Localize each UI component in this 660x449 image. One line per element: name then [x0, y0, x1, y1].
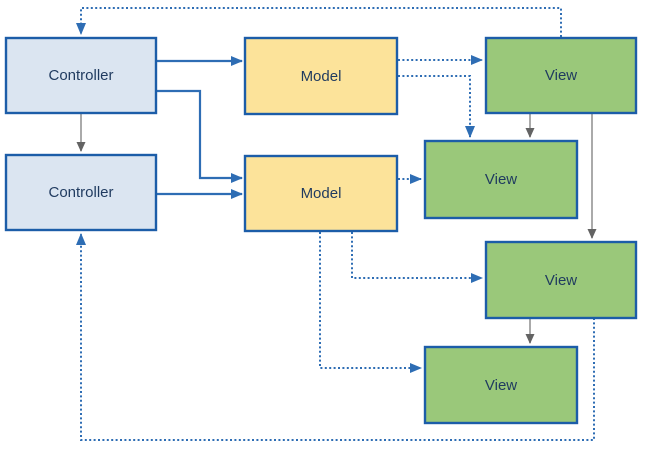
edge-controller-top-to-model-bottom: [156, 89, 243, 183]
edge-model-top-to-view-middle: [398, 75, 475, 138]
edge-view-lower-to-controller-bottom: [76, 233, 595, 441]
view-top-label: View: [545, 67, 577, 84]
node-view-top: View: [484, 36, 638, 115]
node-controller-top: Controller: [4, 36, 158, 115]
edge-model-bottom-to-view-bottom: [319, 232, 422, 373]
view-middle-box: [423, 139, 579, 220]
node-view-lower: View: [484, 240, 638, 320]
model-bottom-box: [243, 154, 399, 233]
model-top-box: [243, 36, 399, 116]
controller-bottom-label: Controller: [48, 184, 113, 201]
node-model-top: Model: [243, 36, 399, 116]
view-lower-label: View: [545, 272, 577, 289]
view-middle-label: View: [485, 171, 517, 188]
controller-top-label: Controller: [48, 67, 113, 84]
view-bottom-box: [423, 345, 579, 425]
node-view-middle: View: [423, 139, 579, 220]
model-bottom-label: Model: [301, 185, 342, 202]
edge-view-top-to-controller-top: [76, 7, 562, 37]
model-top-label: Model: [301, 68, 342, 85]
view-lower-box: [484, 240, 638, 320]
view-top-box: [484, 36, 638, 115]
controller-bottom-box: [4, 153, 158, 232]
controller-top-box: [4, 36, 158, 115]
node-model-bottom: Model: [243, 154, 399, 233]
view-bottom-label: View: [485, 377, 517, 394]
edge-model-bottom-to-view-lower: [351, 232, 483, 283]
node-controller-bottom: Controller: [4, 153, 158, 232]
node-view-bottom: View: [423, 345, 579, 425]
